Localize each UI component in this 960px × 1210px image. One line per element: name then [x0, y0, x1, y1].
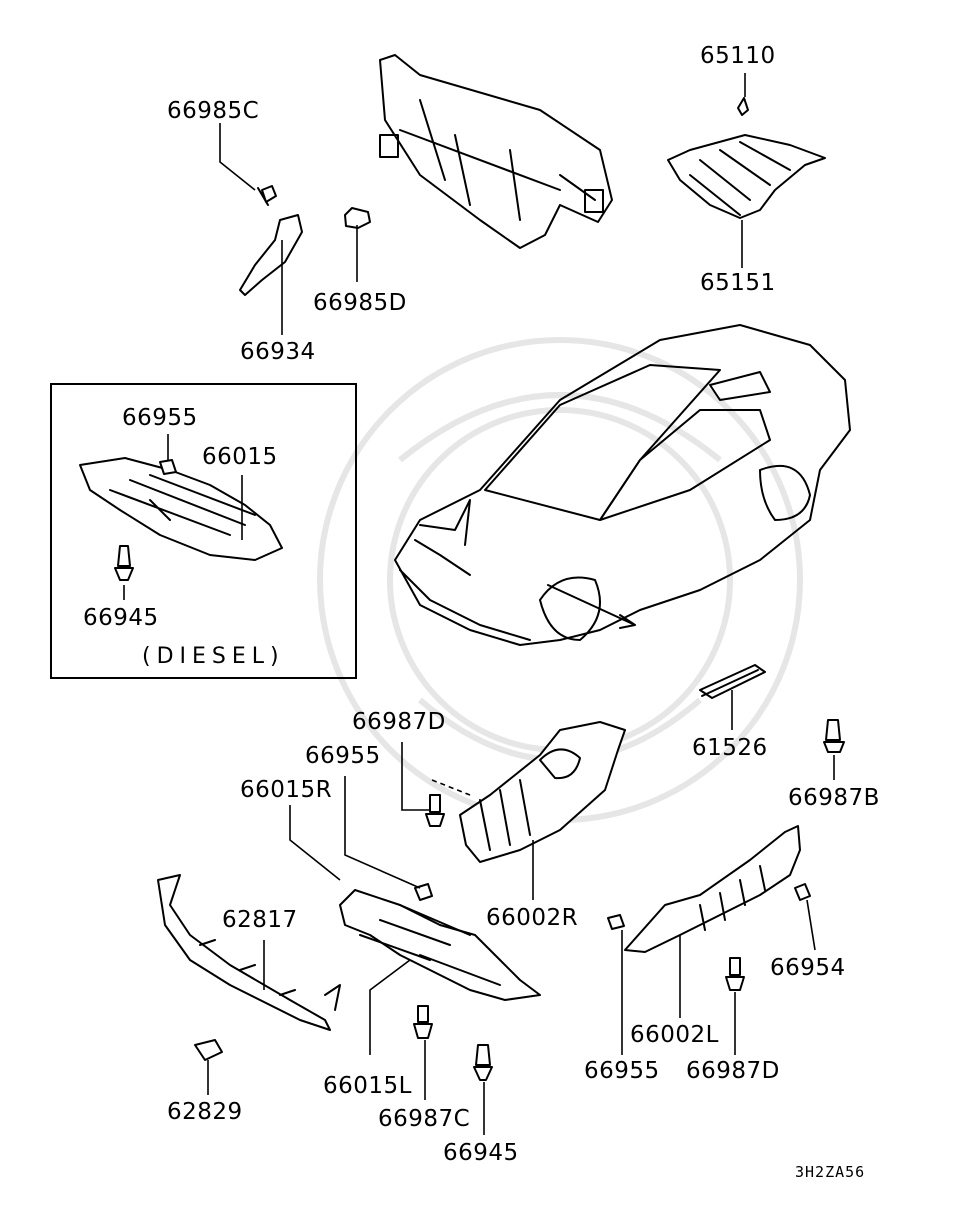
- part-label-66985D: 66985D: [313, 290, 407, 316]
- vehicle-outline: [394, 324, 851, 646]
- leader-lines: [123, 73, 835, 1135]
- part-label-66954: 66954: [770, 955, 846, 981]
- part-label-66015R: 66015R: [240, 777, 333, 803]
- part-label-61526: 61526: [692, 735, 768, 761]
- part-label-66002L: 66002L: [630, 1022, 719, 1048]
- part-label-66987C: 66987C: [378, 1106, 471, 1132]
- part-66002R-shape: [459, 721, 626, 863]
- part-label-66987D-upper: 66987D: [352, 709, 446, 735]
- part-label-66955-middle: 66955: [305, 743, 381, 769]
- part-61526-shape: [699, 664, 766, 699]
- part-label-62829: 62829: [167, 1099, 243, 1125]
- diesel-undercover-shape: [79, 457, 283, 581]
- part-label-65110: 65110: [700, 43, 776, 69]
- part-label-66955-diesel: 66955: [122, 405, 198, 431]
- part-label-66955-bottom: 66955: [584, 1058, 660, 1084]
- part-label-66987D-lower: 66987D: [686, 1058, 780, 1084]
- part-label-66934: 66934: [240, 339, 316, 365]
- part-label-66987B: 66987B: [788, 785, 880, 811]
- part-66002L-shape: [607, 825, 811, 953]
- radiator-support-panel: [379, 54, 613, 249]
- part-66934-shape: [239, 185, 371, 296]
- part-label-66015L: 66015L: [323, 1073, 412, 1099]
- part-65151-shape: [667, 97, 826, 219]
- part-66015-undercover-shape: [339, 883, 541, 1001]
- part-label-62817: 62817: [222, 907, 298, 933]
- diagram-reference-code: 3H2ZA56: [795, 1163, 866, 1181]
- part-label-65151: 65151: [700, 270, 776, 296]
- part-label-66015: 66015: [202, 444, 278, 470]
- part-label-66945-bottom: 66945: [443, 1140, 519, 1166]
- fastener-shapes: [194, 719, 845, 1081]
- part-label-66002R: 66002R: [486, 905, 579, 931]
- part-62817-shape: [157, 874, 341, 1031]
- diesel-note: (DIESEL): [142, 644, 285, 669]
- diesel-variant-box: [50, 383, 357, 679]
- part-label-66985C: 66985C: [167, 98, 260, 124]
- part-label-66945-diesel: 66945: [83, 605, 159, 631]
